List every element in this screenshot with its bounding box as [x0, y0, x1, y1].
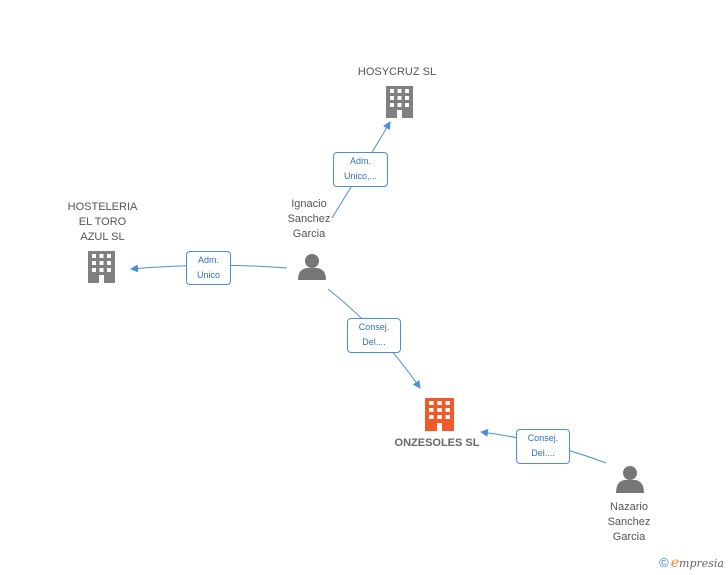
- brand-name: mpresia: [679, 557, 724, 570]
- node-label-hosycruz[interactable]: HOSYCRUZ SL: [357, 66, 437, 78]
- edge-label-ignacio-hosteleria: Adm. Unico: [186, 251, 231, 285]
- edge-label-nazario-onzesoles: Consej. Del....: [516, 429, 570, 464]
- building-icon: [386, 86, 413, 118]
- building-icon: [88, 251, 115, 283]
- brand-e-letter: e: [670, 555, 680, 571]
- edge-label-ignacio-hosycruz: Adm. Unico,...: [333, 152, 388, 187]
- person-icon: [616, 466, 644, 493]
- building-icon: [425, 398, 454, 431]
- person-icon: [298, 254, 326, 280]
- node-label-ignacio[interactable]: Ignacio Sanchez Garcia: [287, 198, 331, 240]
- empresia-logo[interactable]: ©empresia: [659, 555, 724, 571]
- edge-label-ignacio-onzesoles: Consej. Del....: [347, 318, 401, 353]
- node-label-hosteleria[interactable]: HOSTELERIA EL TORO AZUL SL: [67, 201, 138, 243]
- node-label-nazario[interactable]: Nazario Sanchez Garcia: [607, 501, 651, 543]
- copyright-symbol: ©: [659, 555, 669, 570]
- node-label-onzesoles[interactable]: ONZESOLES SL: [394, 437, 480, 449]
